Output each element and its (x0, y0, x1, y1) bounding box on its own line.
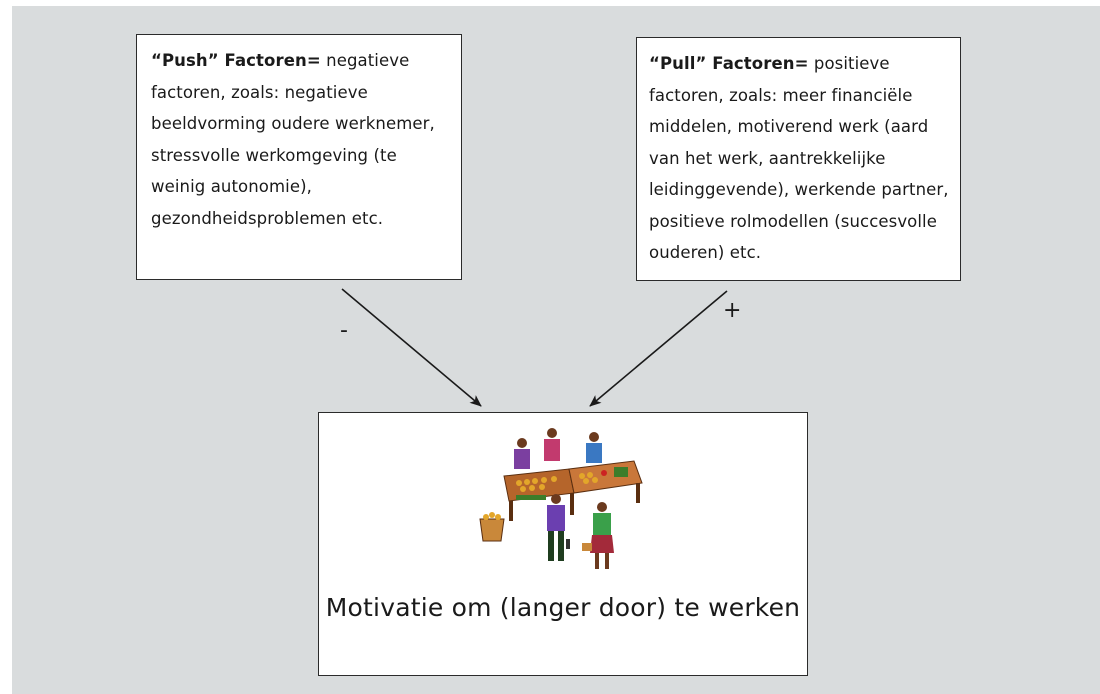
negative-sign: - (340, 318, 348, 343)
motivation-box: Motivatie om (langer door) te werken (318, 412, 808, 676)
pull-arrow (589, 290, 728, 407)
pull-factors-text: “Pull” Factoren= positieve factoren, zoa… (649, 48, 950, 269)
push-arrow (341, 288, 482, 407)
push-factors-text: “Push” Factoren= negatieve factoren, zoa… (151, 45, 449, 234)
push-factors-description: negatieve factoren, zoals: negatieve bee… (151, 51, 435, 228)
motivation-label: Motivatie om (langer door) te werken (325, 593, 801, 622)
push-factors-title: “Push” Factoren= (151, 51, 321, 70)
push-factors-box: “Push” Factoren= negatieve factoren, zoa… (136, 34, 462, 280)
top-margin (0, 0, 1100, 6)
pull-factors-title: “Pull” Factoren= (649, 54, 809, 73)
positive-sign: + (723, 298, 742, 323)
pull-factors-description: positieve factoren, zoals: meer financië… (649, 54, 949, 262)
left-margin (0, 0, 12, 694)
market-stall-people-illustration-icon (479, 428, 643, 569)
pull-factors-box: “Pull” Factoren= positieve factoren, zoa… (636, 37, 961, 281)
